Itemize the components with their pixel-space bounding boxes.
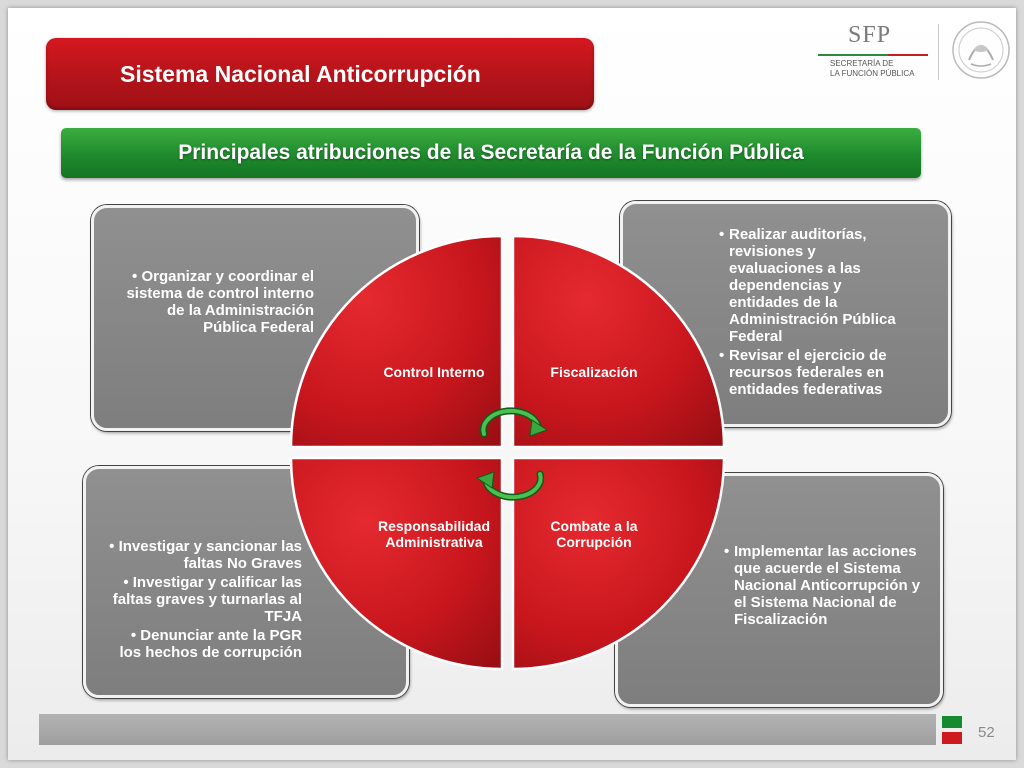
quadrant-label-responsabilidad-1: Responsabilidad <box>378 518 490 534</box>
quadrant-responsabilidad <box>290 457 503 670</box>
logo-line-1: SECRETARÍA DE <box>830 59 894 68</box>
list-item-text: Organizar y coordinar el sistema de cont… <box>126 268 314 336</box>
page-title: Sistema Nacional Anticorrupción <box>120 61 481 87</box>
subtitle-banner: Principales atribuciones de la Secretarí… <box>61 128 921 178</box>
list-item: • Organizar y coordinar el sistema de co… <box>126 268 314 336</box>
list-item: • Denunciar ante la PGR los hechos de co… <box>119 627 302 661</box>
box-bottom-right-list: Implementar las acciones que acuerde el … <box>724 543 924 630</box>
list-item: • Investigar y calificar las faltas grav… <box>112 574 302 625</box>
circular-arrows-icon <box>475 407 549 501</box>
footer-bar <box>39 714 936 745</box>
list-item: Realizar auditorías, revisiones y evalua… <box>719 226 914 345</box>
list-item: • Investigar y sancionar las faltas No G… <box>109 538 302 572</box>
flag-red-stripe <box>942 732 962 744</box>
list-item-text: Denunciar ante la PGR los hechos de corr… <box>119 627 302 661</box>
logo-rule-green <box>818 54 888 56</box>
box-bottom-left-list: • Investigar y sancionar las faltas No G… <box>106 538 302 663</box>
logo-line-2: LA FUNCIÓN PÚBLICA <box>830 69 915 78</box>
list-item: Implementar las acciones que acuerde el … <box>724 543 924 628</box>
quadrant-label-responsabilidad-2: Administrativa <box>385 534 482 550</box>
quadrant-combate-corrupcion <box>512 457 725 670</box>
sfp-logo: SFP SECRETARÍA DE LA FUNCIÓN PÚBLICA <box>808 18 1010 82</box>
box-top-right-list: Realizar auditorías, revisiones y evalua… <box>719 226 914 400</box>
title-banner: Sistema Nacional Anticorrupción <box>46 38 594 110</box>
flag-green-stripe <box>942 716 962 728</box>
quadrant-diagram: Control Interno Fiscalización Responsabi… <box>289 234 726 671</box>
page-number: 52 <box>978 724 995 741</box>
logo-separator <box>938 24 939 80</box>
box-top-left-list: • Organizar y coordinar el sistema de co… <box>114 268 314 338</box>
quadrant-label-combate-1: Combate a la <box>550 518 637 534</box>
list-item-text: Investigar y calificar las faltas graves… <box>112 574 302 625</box>
quadrant-label-control-interno: Control Interno <box>383 364 484 380</box>
logo-rule-red <box>888 54 928 56</box>
page-subtitle: Principales atribuciones de la Secretarí… <box>178 141 804 164</box>
quadrant-label-fiscalizacion: Fiscalización <box>550 364 637 380</box>
logo-acronym: SFP <box>848 22 892 48</box>
quadrant-fiscalizacion <box>512 235 725 448</box>
quadrant-control-interno <box>290 235 503 448</box>
quadrant-label-combate-2: Corrupción <box>556 534 631 550</box>
coat-of-arms-icon <box>952 21 1010 79</box>
list-item: Revisar el ejercicio de recursos federal… <box>719 347 914 398</box>
list-item-text: Investigar y sancionar las faltas No Gra… <box>118 538 302 572</box>
slide: Sistema Nacional Anticorrupción SFP SECR… <box>8 8 1016 760</box>
